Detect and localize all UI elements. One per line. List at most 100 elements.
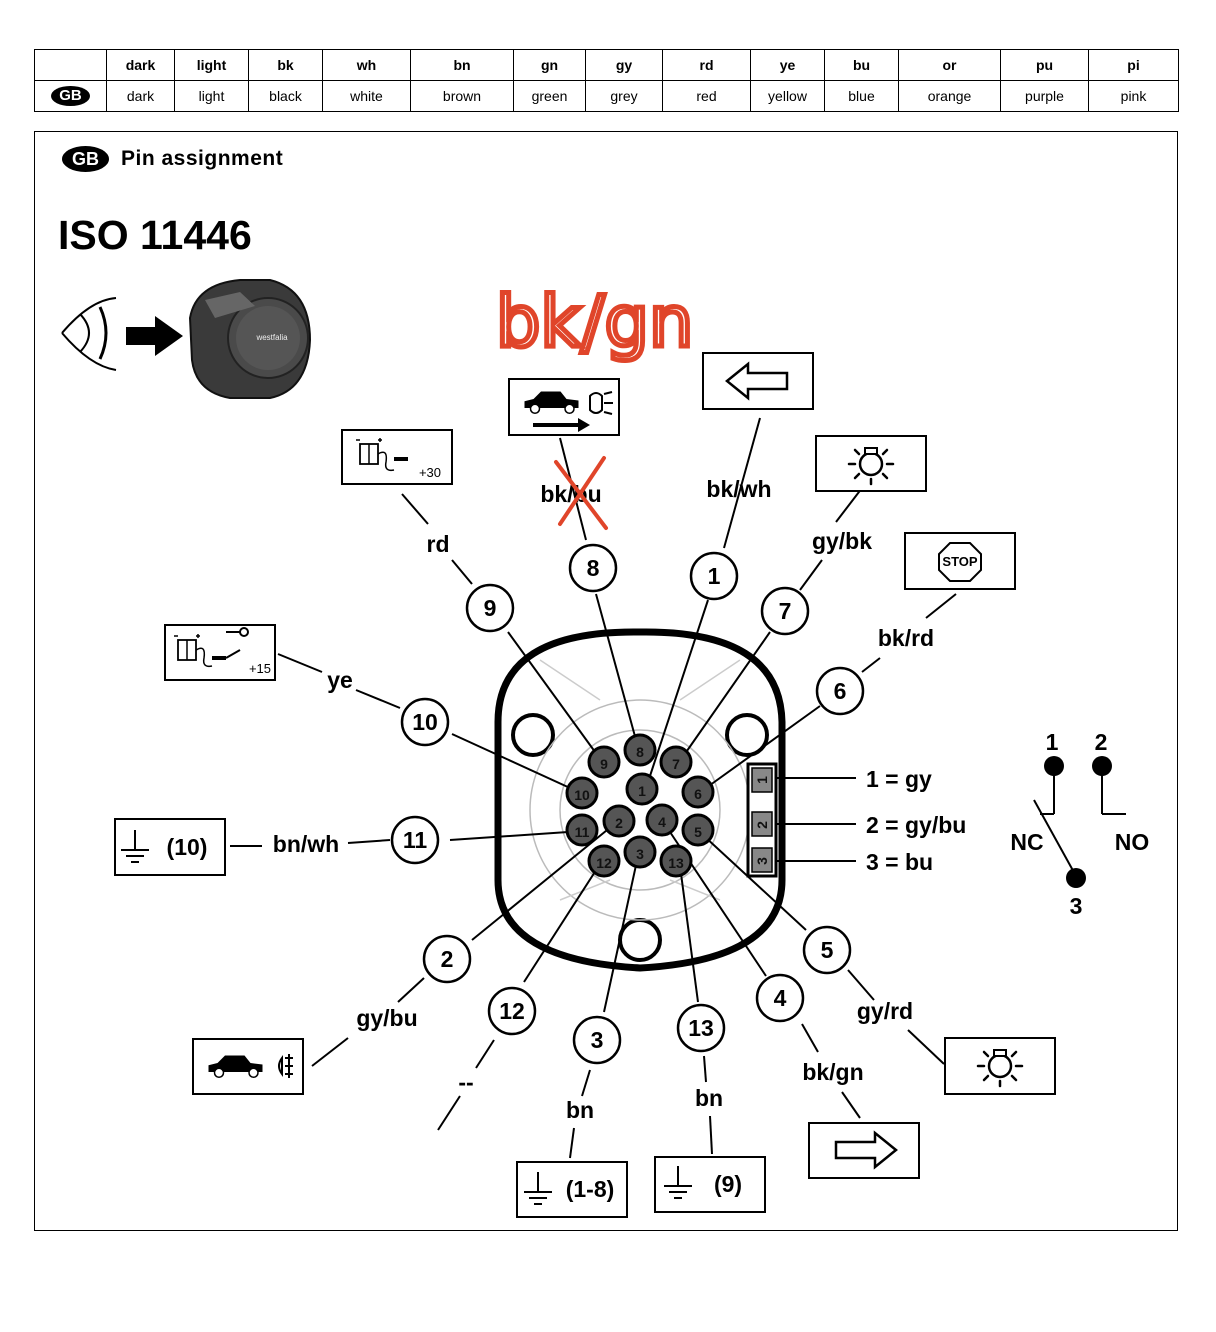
svg-text:4: 4 — [658, 814, 666, 830]
connector-pins: 1 2 3 4 5 6 7 8 9 10 11 12 13 — [565, 733, 715, 878]
gb-badge: GB — [51, 86, 90, 106]
wire-label: bk/bu — [540, 481, 601, 507]
rear-fog-lamp — [278, 1054, 293, 1078]
wire-label: -- — [458, 1069, 473, 1095]
svg-text:2: 2 — [615, 815, 623, 831]
socket-photo-icon: westfalia — [188, 279, 312, 399]
contact-number: 1 — [1046, 729, 1059, 755]
section-heading: GB Pin assignment — [62, 146, 283, 172]
color-name: grey — [585, 80, 663, 112]
view-direction-eye-icon — [61, 297, 117, 371]
color-abbr: ye — [750, 49, 825, 81]
switch-contact-label: 1 = gy — [866, 766, 932, 792]
color-abbr: bk — [248, 49, 323, 81]
wire-labels: bk/wh bk/bu rd gy/bk bk/rd ye bn/wh gy/b… — [273, 476, 934, 1123]
color-name: white — [322, 80, 411, 112]
svg-text:13: 13 — [668, 855, 684, 871]
color-name: purple — [1000, 80, 1089, 112]
wire-label: bk/wh — [706, 476, 771, 502]
wire-label: bn — [695, 1085, 723, 1111]
wire-label: bn/wh — [273, 831, 339, 857]
contact-number: 2 — [1095, 729, 1108, 755]
color-name: brown — [410, 80, 514, 112]
svg-text:6: 6 — [694, 786, 702, 802]
callout-number: 4 — [774, 985, 787, 1011]
color-name: dark — [106, 80, 175, 112]
pin-12: 12 — [587, 844, 621, 878]
svg-text:3: 3 — [636, 846, 644, 862]
wire-label: rd — [427, 531, 450, 557]
color-abbr: gn — [513, 49, 586, 81]
pin-8: 8 — [623, 733, 657, 767]
switch-contact-labels: 1 = gy 2 = gy/bu 3 = bu — [866, 766, 966, 875]
pin-4: 4 — [645, 803, 679, 837]
pin-10: 10 — [565, 776, 599, 810]
wire-label: gy/rd — [857, 998, 913, 1024]
leader-lines — [230, 417, 957, 1159]
switch-contact-number: 1 — [754, 776, 770, 784]
function-boxes — [114, 352, 1056, 1218]
terminal-label: +30 — [419, 465, 441, 480]
wire-label: bk/rd — [878, 625, 934, 651]
callout-number: 9 — [484, 595, 497, 621]
ground-ref: (10) — [167, 834, 208, 860]
pin-7: 7 — [659, 745, 693, 779]
ignition-key-icon — [212, 627, 249, 660]
stop-text: STOP — [942, 554, 977, 569]
callout-number: 13 — [688, 1015, 714, 1041]
svg-text:11: 11 — [575, 824, 590, 840]
pin-2: 2 — [602, 804, 636, 838]
standard-title: ISO 11446 — [58, 212, 252, 258]
reversing-light-icon-lamp — [533, 391, 613, 432]
handwritten-annotation: bk/gn — [496, 281, 693, 363]
arrow-right-icon — [126, 316, 183, 356]
svg-text:8: 8 — [636, 744, 644, 760]
pin-callouts — [390, 543, 865, 1065]
callout-number: 8 — [587, 555, 600, 581]
callout-number: 6 — [834, 678, 847, 704]
switch-contact-label: 3 = bu — [866, 849, 933, 875]
arrow-right-icon — [834, 1130, 898, 1170]
brand-logo: westfalia — [255, 333, 288, 342]
wire-label: gy/bu — [356, 1005, 417, 1031]
color-code-table: dark light bk wh bn gn gy rd ye bu or pu… — [34, 49, 1179, 112]
color-name-row: GB dark light black white brown green gr… — [34, 80, 1179, 112]
color-name: light — [174, 80, 249, 112]
callout-number: 3 — [591, 1027, 604, 1053]
color-abbreviation-row: dark light bk wh bn gn gy rd ye bu or pu… — [34, 49, 1179, 81]
callout-number: 1 — [708, 563, 721, 589]
svg-text:12: 12 — [596, 855, 612, 871]
wire-label: gy/bk — [812, 528, 872, 554]
strike-out-mark — [554, 456, 608, 530]
callout-number: 11 — [403, 827, 428, 853]
svg-text:1: 1 — [638, 783, 646, 799]
color-name: orange — [898, 80, 1001, 112]
pin-assignment-panel — [34, 131, 1178, 1231]
wire-label: bk/gn — [802, 1059, 863, 1085]
arrow-left-icon — [725, 361, 789, 401]
gb-badge: GB — [62, 146, 109, 172]
switch-contact-number: 3 — [754, 857, 770, 865]
switch-schematic: 1 2 3 NC NO — [1010, 729, 1149, 919]
pin-1: 1 — [625, 772, 659, 806]
pin-13: 13 — [659, 844, 693, 878]
callout-number: 12 — [499, 998, 525, 1024]
gb-flag-cell: GB — [34, 80, 107, 112]
nc-label: NC — [1010, 829, 1043, 855]
ground-ref: (9) — [714, 1171, 742, 1197]
switch-contact-number: 2 — [754, 821, 770, 829]
stop-light-icon: STOP — [938, 542, 982, 582]
svg-text:7: 7 — [672, 756, 680, 772]
color-name: pink — [1088, 80, 1179, 112]
svg-text:5: 5 — [694, 824, 702, 840]
switch-contact-label: 2 = gy/bu — [866, 812, 966, 838]
color-name: blue — [824, 80, 899, 112]
color-name: green — [513, 80, 586, 112]
ground-ref: (1-8) — [566, 1176, 615, 1202]
terminal-label: +15 — [249, 661, 271, 676]
color-name: black — [248, 80, 323, 112]
svg-text:10: 10 — [574, 787, 590, 803]
wire-label: ye — [327, 667, 353, 693]
wire-label: bn — [566, 1097, 594, 1123]
section-title: Pin assignment — [121, 147, 284, 170]
